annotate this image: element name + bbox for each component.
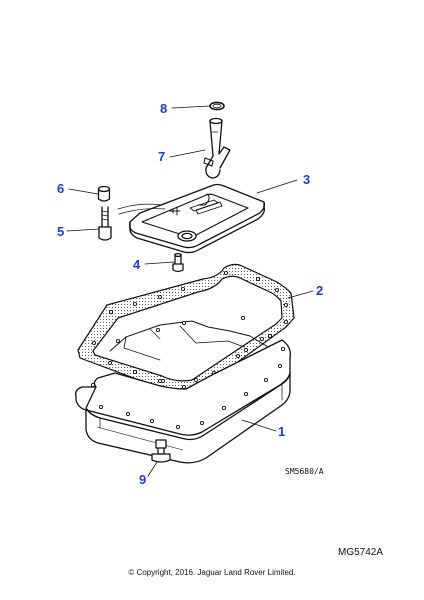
callout-2: 2 (316, 283, 323, 298)
callout-4: 4 (133, 257, 141, 272)
callout-3: 3 (303, 172, 310, 187)
oil-pan-part (74, 315, 291, 464)
reference-code: SM5680/A (285, 467, 324, 476)
oil-filter-part (117, 183, 266, 254)
o-ring-part (209, 101, 225, 111)
spacer-part (97, 185, 111, 202)
diagram-id-label: MG5742A (338, 547, 384, 558)
copyright-notice: © Copyright, 2016. Jaguar Land Rover Lim… (128, 568, 296, 577)
drain-plug-part (151, 439, 171, 463)
callout-5: 5 (57, 224, 64, 239)
leader-lines (66, 105, 314, 477)
filter-bolt-part (98, 206, 112, 241)
callout-8: 8 (160, 101, 167, 116)
callout-6: 6 (57, 181, 64, 196)
callout-1: 1 (278, 424, 285, 439)
filler-tube-part (203, 117, 231, 179)
sump-gasket-part (77, 263, 295, 395)
magnet-part (172, 252, 184, 273)
callout-7: 7 (158, 149, 165, 164)
callout-9: 9 (139, 472, 146, 487)
